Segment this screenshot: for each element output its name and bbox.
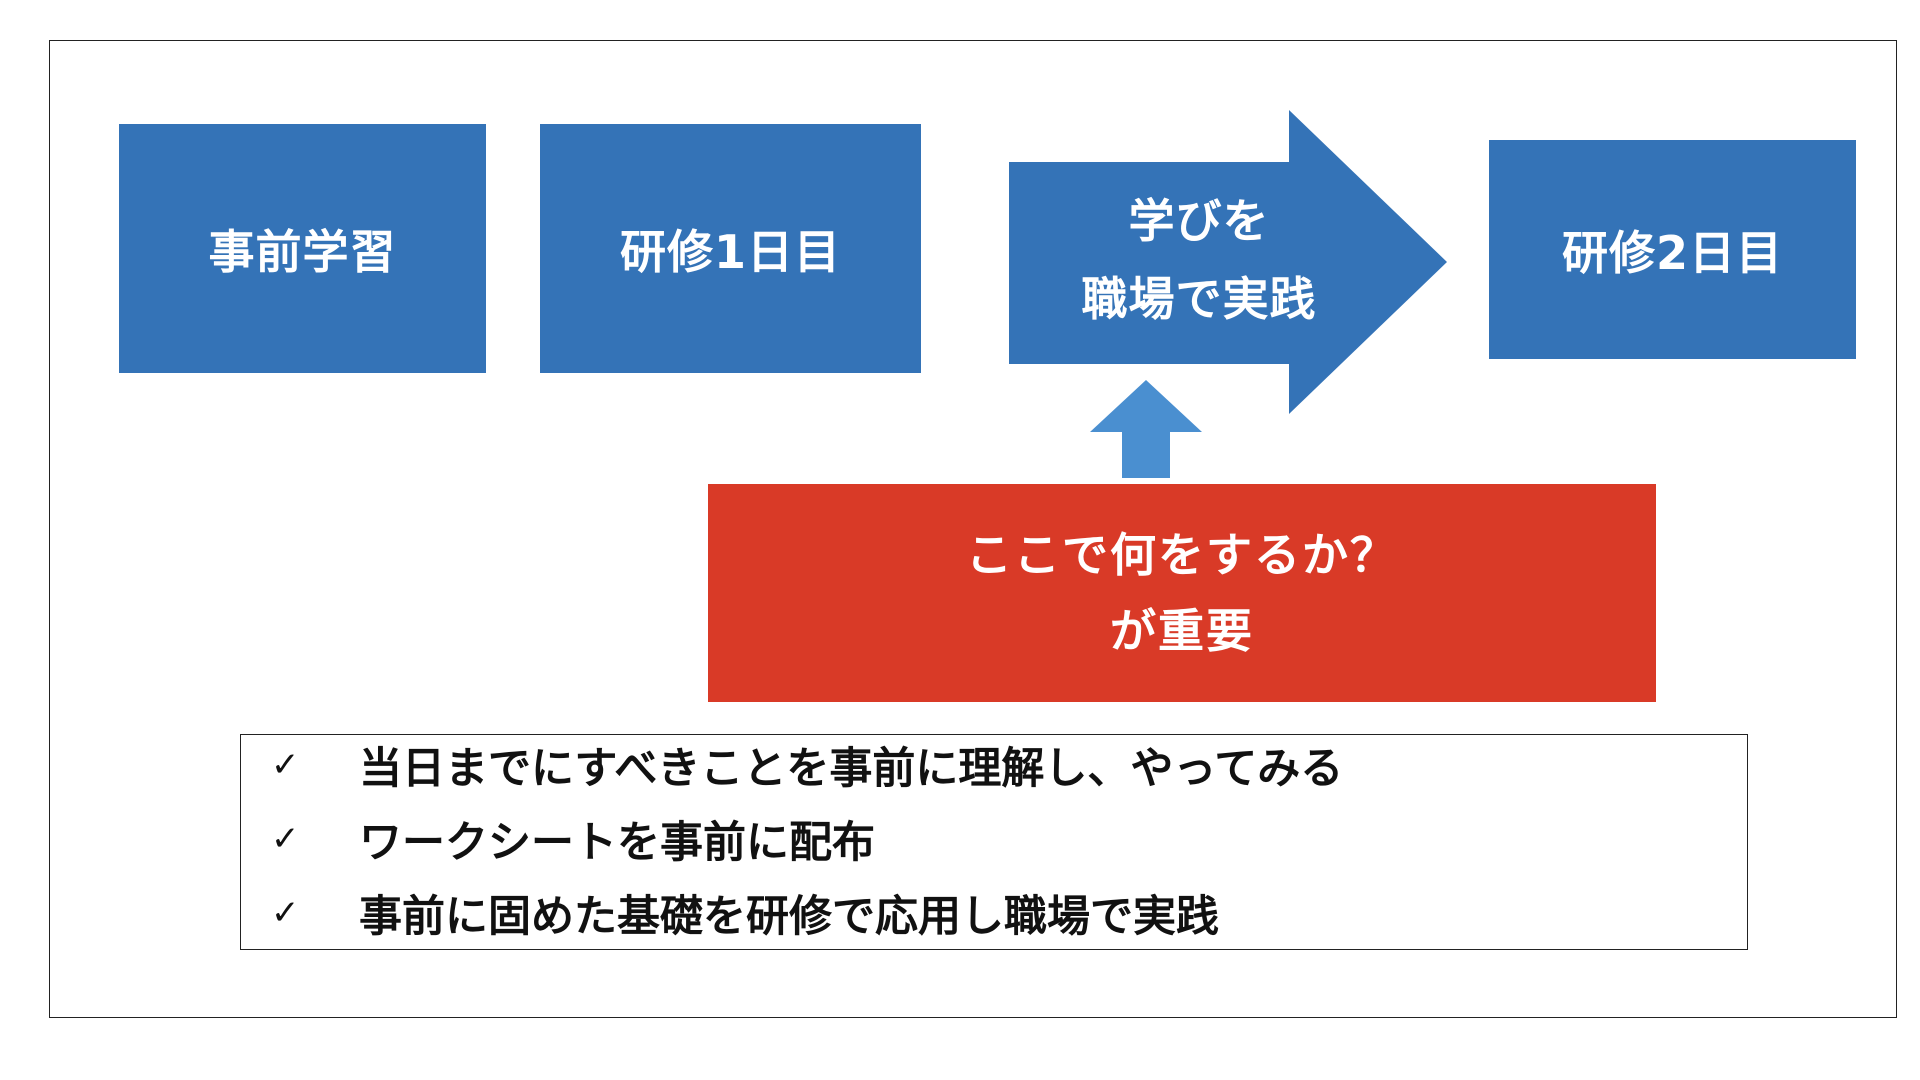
checklist-item-text: ワークシートを事前に配布 xyxy=(359,818,875,868)
step-day2-box: 研修2日目 xyxy=(1489,140,1856,359)
practice-arrow: 学びを 職場で実践 xyxy=(1009,110,1447,414)
step-pre-learning-box: 事前学習 xyxy=(119,124,486,373)
step-day2-label: 研修2日目 xyxy=(1561,225,1783,280)
checklist-item: ✓ 当日までにすべきことを事前に理解し、やってみる xyxy=(271,735,1343,795)
callout-line1: ここで何をするか？ xyxy=(966,528,1398,582)
checklist-box: ✓ 当日までにすべきことを事前に理解し、やってみる ✓ ワークシートを事前に配布… xyxy=(240,734,1748,950)
up-arrow-icon xyxy=(1090,380,1202,478)
step-pre-learning-label: 事前学習 xyxy=(208,224,397,279)
checklist-item-text: 事前に固めた基礎を研修で応用し職場で実践 xyxy=(359,892,1219,942)
check-icon: ✓ xyxy=(271,745,300,785)
practice-arrow-line1: 学びを xyxy=(1128,194,1270,248)
right-arrow-icon xyxy=(1009,110,1447,414)
callout-line2: が重要 xyxy=(1110,604,1254,658)
checklist-item: ✓ 事前に固めた基礎を研修で応用し職場で実践 xyxy=(271,883,1219,943)
step-day1-label: 研修1日目 xyxy=(619,224,841,279)
step-day1-box: 研修1日目 xyxy=(540,124,921,373)
practice-arrow-label: 学びを 職場で実践 xyxy=(1009,182,1389,338)
callout-box: ここで何をするか？ が重要 xyxy=(708,484,1656,702)
practice-arrow-line2: 職場で実践 xyxy=(1081,272,1317,326)
check-icon: ✓ xyxy=(271,819,300,859)
checklist-item: ✓ ワークシートを事前に配布 xyxy=(271,809,875,869)
checklist-item-text: 当日までにすべきことを事前に理解し、やってみる xyxy=(359,744,1344,794)
check-icon: ✓ xyxy=(271,893,300,933)
